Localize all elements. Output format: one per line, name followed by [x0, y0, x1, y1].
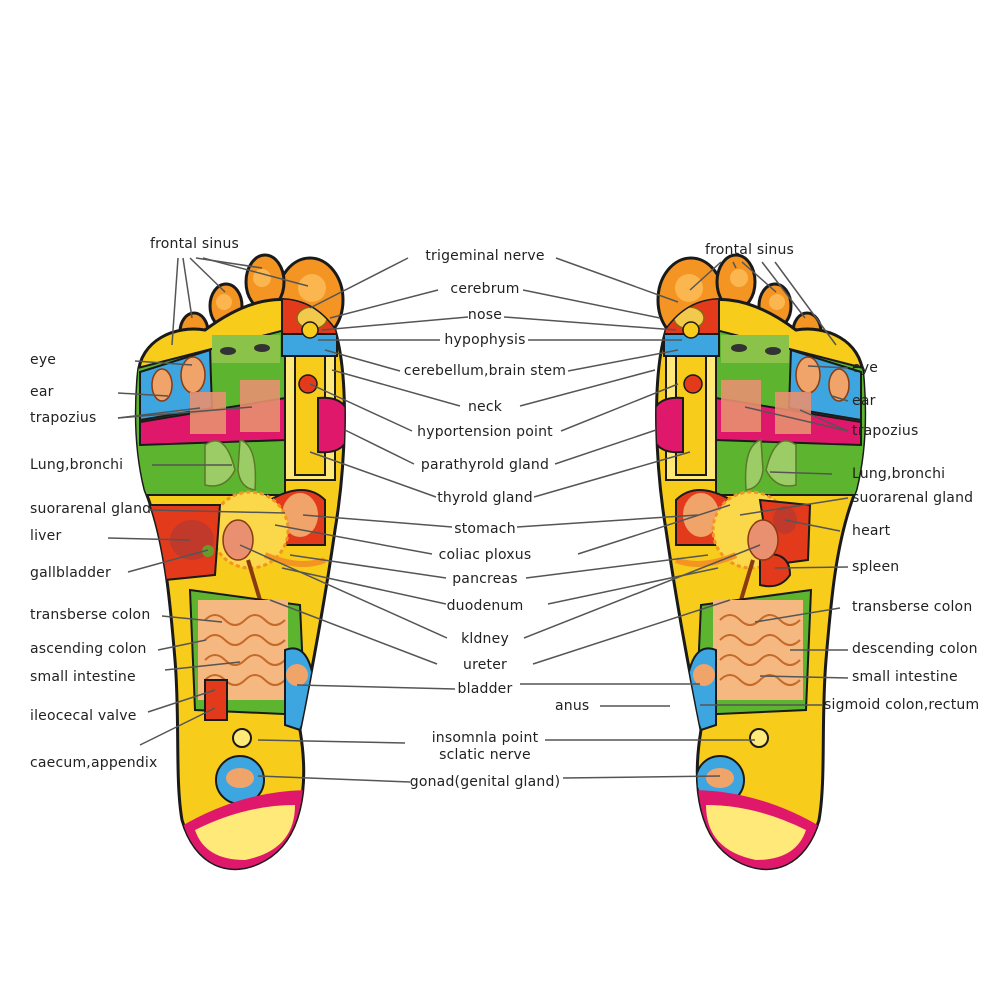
- label-thyroid-gland: thyrold gland: [437, 490, 533, 506]
- label-right-ear: ear: [852, 393, 876, 409]
- label-hypophysis: hypophysis: [444, 332, 526, 348]
- label-left-ear: ear: [30, 384, 54, 400]
- right-spleen-zone: [759, 553, 792, 588]
- right-anus-zone: [667, 696, 685, 714]
- label-gonad: gonad(genital gland): [409, 774, 561, 790]
- label-left-gallbladder: gallbladder: [30, 565, 111, 581]
- label-parathyroid-gland: parathyrold gland: [420, 457, 550, 473]
- label-left-small-intestine: small intestine: [30, 669, 136, 685]
- label-left-lung-bronchi: Lung,bronchi: [30, 457, 124, 473]
- label-right-eye: eye: [852, 360, 879, 376]
- label-duodenum: duodenum: [446, 598, 524, 614]
- label-left-transverse-colon: transberse colon: [30, 607, 151, 623]
- label-coeliac-plexus: coliac ploxus: [438, 547, 532, 563]
- label-right-transverse-colon: transberse colon: [852, 599, 973, 615]
- label-right-suprarenal-gland: suorarenal gland: [852, 490, 974, 506]
- label-pancreas: pancreas: [452, 571, 518, 587]
- label-cerebrum: cerebrum: [450, 281, 520, 297]
- left-foot: [134, 253, 346, 871]
- right-foot: [655, 253, 867, 871]
- label-trigeminal-nerve: trigeminal nerve: [425, 248, 545, 264]
- label-ureter: ureter: [463, 657, 507, 673]
- label-kidney: kldney: [461, 631, 509, 647]
- label-right-trapozius: trapozius: [852, 423, 919, 439]
- label-left-ascending-colon: ascending colon: [30, 641, 147, 657]
- label-right-frontal-sinus: frontal sinus: [705, 242, 795, 258]
- leader-lines: [107, 257, 849, 783]
- label-neck: neck: [467, 399, 503, 415]
- label-hypertension-point: hyportension point: [417, 424, 553, 440]
- label-left-eye: eye: [30, 352, 57, 368]
- label-right-anus: anus: [555, 698, 590, 714]
- label-left-suprarenal-gland: suorarenal gland: [30, 501, 152, 517]
- label-left-liver: liver: [30, 528, 62, 544]
- label-right-heart: heart: [852, 523, 891, 539]
- label-left-caecum-appendix: caecum,appendix: [30, 755, 158, 771]
- label-sciatic-nerve: sclatic nerve: [439, 747, 531, 763]
- label-nose: nose: [467, 307, 503, 323]
- label-cerebellum: cerebellum,brain stem: [403, 363, 567, 379]
- label-right-descending-colon: descending colon: [852, 641, 978, 657]
- label-bladder: bladder: [457, 681, 513, 697]
- label-left-frontal-sinus: frontal sinus: [150, 236, 240, 252]
- label-stomach: stomach: [454, 521, 516, 537]
- label-right-small-intestine: small intestine: [852, 669, 958, 685]
- label-right-lung-bronchi: Lung,bronchi: [852, 466, 946, 482]
- label-insomnia-point: insomnla point: [431, 730, 539, 746]
- label-right-spleen: spleen: [852, 559, 900, 575]
- label-right-sigmoid-colon: sigmoid colon,rectum: [824, 697, 980, 713]
- label-left-ileocecal-valve: ileocecal valve: [30, 708, 137, 724]
- label-left-trapozius: trapozius: [30, 410, 97, 426]
